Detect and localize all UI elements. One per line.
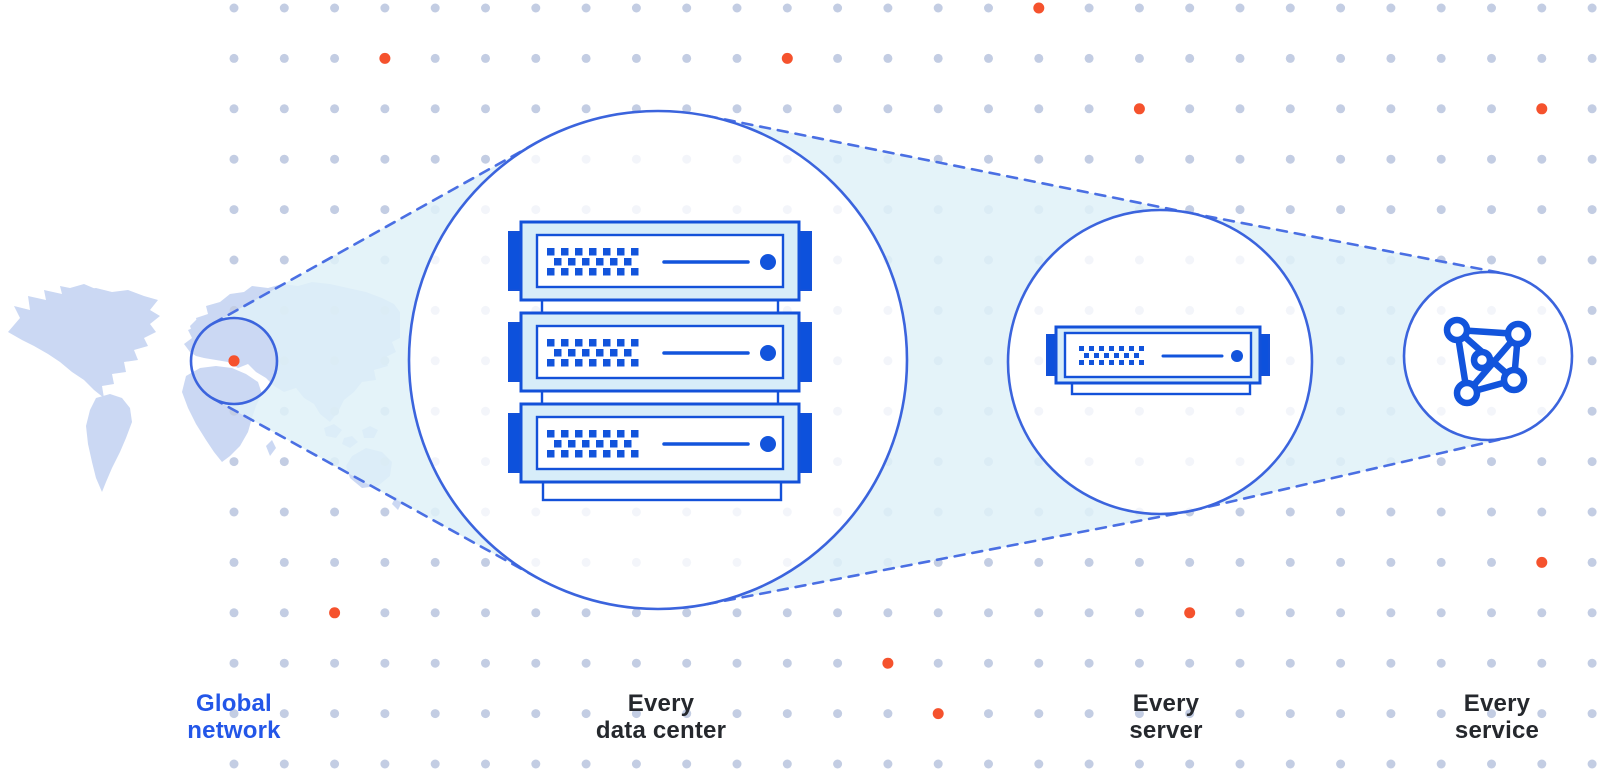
zoom-beams <box>213 115 1506 605</box>
label-line-2: service <box>1454 717 1540 744</box>
label-every-server: Every server <box>1129 690 1202 744</box>
dash-upper-datacenter-server <box>705 114 1192 215</box>
dash-lower-datacenter-server <box>705 509 1192 606</box>
beam-datacenter-to-server <box>707 115 1190 605</box>
dash-upper-server-service <box>1187 211 1506 275</box>
madagascar-landmass <box>266 440 276 456</box>
north-america-landmass <box>8 286 160 398</box>
south-america-landmass <box>86 394 132 492</box>
greenland-landmass <box>64 284 102 312</box>
label-global-network: Global network <box>187 690 280 744</box>
label-line-1: Every <box>627 690 695 717</box>
dash-lower-server-service <box>1190 436 1507 513</box>
beam-server-to-service <box>1188 212 1506 511</box>
uk-landmass <box>190 318 204 334</box>
label-line-1: Global <box>196 690 272 717</box>
map-location-marker <box>228 355 240 367</box>
label-every-data-center: Every data center <box>596 690 726 744</box>
zoom-dashed-lines <box>211 114 1507 606</box>
label-line-2: data center <box>595 717 727 744</box>
beam-map-to-datacenter <box>213 142 537 578</box>
label-every-service: Every service <box>1455 690 1539 744</box>
dash-lower-map-datacenter <box>211 397 538 579</box>
label-line-1: Every <box>1463 690 1531 717</box>
map-highlight-circle <box>189 316 279 406</box>
label-line-2: network <box>187 717 281 744</box>
network-mesh-icon <box>1443 316 1532 407</box>
server-rack-stack <box>508 220 812 502</box>
dash-upper-map-datacenter <box>211 141 538 325</box>
label-line-2: server <box>1129 717 1203 744</box>
single-server <box>1046 325 1270 396</box>
label-line-1: Every <box>1132 690 1200 717</box>
